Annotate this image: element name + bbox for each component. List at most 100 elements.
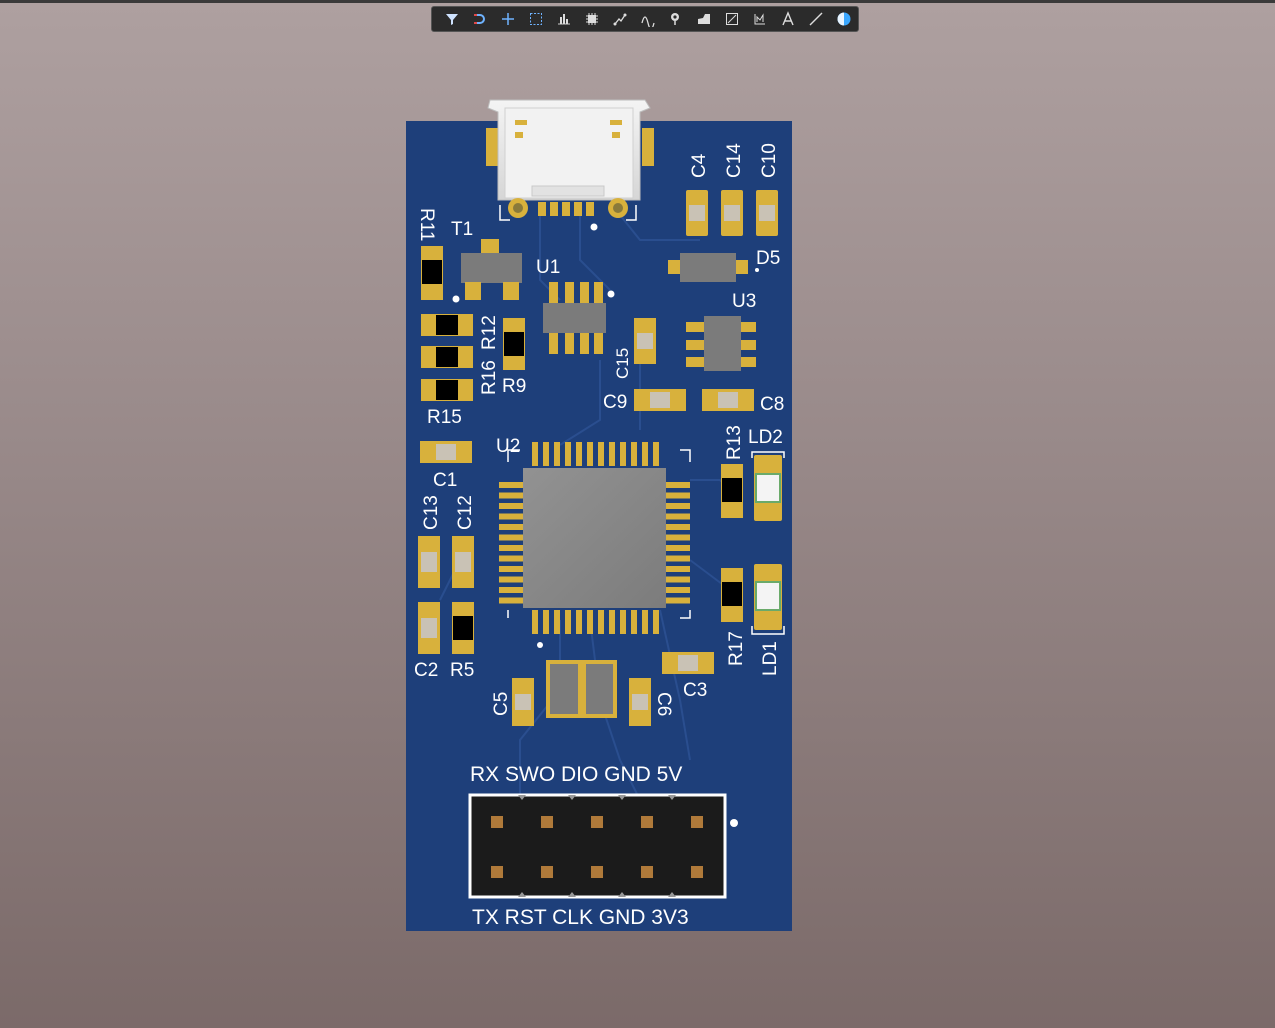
mcu-pin <box>565 610 571 634</box>
regulator-u3 <box>686 316 756 371</box>
label-c9: C9 <box>603 392 627 413</box>
mcu-pin <box>666 587 690 593</box>
mcu-pin <box>499 513 523 520</box>
swd-header <box>468 793 738 899</box>
label-r9: R9 <box>502 376 526 397</box>
via-icon <box>671 13 679 25</box>
capacitors-c13-c12 <box>418 536 474 588</box>
mcu-pin <box>666 503 690 509</box>
label-u3: U3 <box>732 291 756 312</box>
align-icon <box>558 14 570 25</box>
text-button[interactable] <box>774 8 802 30</box>
mcu-pin <box>642 442 648 466</box>
select-rect-icon <box>530 13 542 25</box>
mcu-pin <box>609 442 615 466</box>
label-d5: D5 <box>756 248 780 269</box>
mcu-pin <box>532 442 538 466</box>
route-button[interactable] <box>606 8 634 30</box>
mcu-pin <box>499 524 523 530</box>
mcu-pin <box>598 610 604 634</box>
capacitor-c15 <box>634 318 656 364</box>
dimension-button[interactable] <box>718 8 746 30</box>
label-c8: C8 <box>760 394 784 415</box>
label-c5: C5 <box>491 692 512 716</box>
label-c6: C6 <box>653 692 674 716</box>
mcu-pin <box>620 610 626 634</box>
label-c4: C4 <box>689 153 710 178</box>
usb-connector <box>486 99 654 231</box>
mcu-pin <box>666 534 690 541</box>
polygon-icon <box>698 14 710 24</box>
label-r5: R5 <box>450 660 474 681</box>
mcu-pin <box>499 576 523 583</box>
mcu-pin <box>565 442 571 466</box>
mcu-pin <box>587 442 593 466</box>
label-r13: R13 <box>724 425 745 460</box>
resistor-r17 <box>721 568 743 622</box>
window-top-border <box>0 0 1275 3</box>
resistors-r12-r16-r15 <box>421 314 473 401</box>
mcu-pin <box>554 610 560 634</box>
label-r15: R15 <box>427 407 462 428</box>
header-pin <box>491 866 503 878</box>
select-button[interactable] <box>522 8 550 30</box>
label-c2: C2 <box>414 660 438 681</box>
mcu-pin <box>499 555 523 562</box>
region-icon <box>754 13 765 25</box>
text-icon <box>782 11 794 26</box>
diode-d5 <box>668 253 759 282</box>
via-button[interactable] <box>662 8 690 30</box>
label-c13: C13 <box>421 495 442 530</box>
place-component-button[interactable] <box>578 8 606 30</box>
label-t1: T1 <box>451 219 473 240</box>
mcu-pin <box>666 482 690 488</box>
mcu-pin <box>642 610 648 634</box>
mcu-pin <box>666 545 690 551</box>
mcu-pin <box>666 524 690 530</box>
label-c1: C1 <box>433 470 457 491</box>
capacitor-c2-resistor-r5 <box>418 602 474 654</box>
mcu-pin <box>576 610 582 634</box>
header-pin <box>541 816 553 828</box>
interactive-route-button[interactable] <box>634 8 662 30</box>
line-button[interactable] <box>802 8 830 30</box>
resistor-r11 <box>421 246 443 300</box>
capacitor-c3 <box>662 652 714 674</box>
mcu-pin <box>532 610 538 634</box>
transistor-t1 <box>452 239 522 303</box>
mcu-pin <box>666 576 690 583</box>
line-icon <box>809 12 823 26</box>
label-c3: C3 <box>683 680 707 701</box>
region-button[interactable] <box>746 8 774 30</box>
mcu-pin <box>666 597 690 604</box>
3d-view-button[interactable] <box>830 8 858 30</box>
mcu-pin <box>598 442 604 466</box>
header-top-labels: RX SWO DIO GND 5V <box>470 763 682 786</box>
mcu-pin <box>543 610 549 634</box>
mcu-pin <box>499 534 523 541</box>
label-r17: R17 <box>726 631 747 666</box>
resistor-r9 <box>503 318 525 370</box>
crystal <box>546 660 617 718</box>
label-u1: U1 <box>536 257 560 278</box>
snap-button[interactable] <box>466 8 494 30</box>
mcu-pin <box>666 492 690 499</box>
interactive-route-icon <box>641 16 655 27</box>
polygon-button[interactable] <box>690 8 718 30</box>
mcu-pin <box>609 610 615 634</box>
mcu-pin <box>499 482 523 488</box>
align-button[interactable] <box>550 8 578 30</box>
dimension-icon <box>726 13 738 25</box>
label-ld1: LD1 <box>760 641 781 676</box>
filter-icon <box>446 14 458 25</box>
header-bottom-labels: TX RST CLK GND 3V3 <box>472 906 689 929</box>
filter-button[interactable] <box>438 8 466 30</box>
origin-button[interactable] <box>494 8 522 30</box>
route-icon <box>613 13 627 26</box>
capacitors-c4-c14-c10 <box>686 190 778 236</box>
magnet-icon <box>474 14 485 24</box>
chip-u1 <box>543 282 615 354</box>
pcb-3d-toolbar <box>431 6 859 32</box>
label-c14: C14 <box>724 143 745 178</box>
